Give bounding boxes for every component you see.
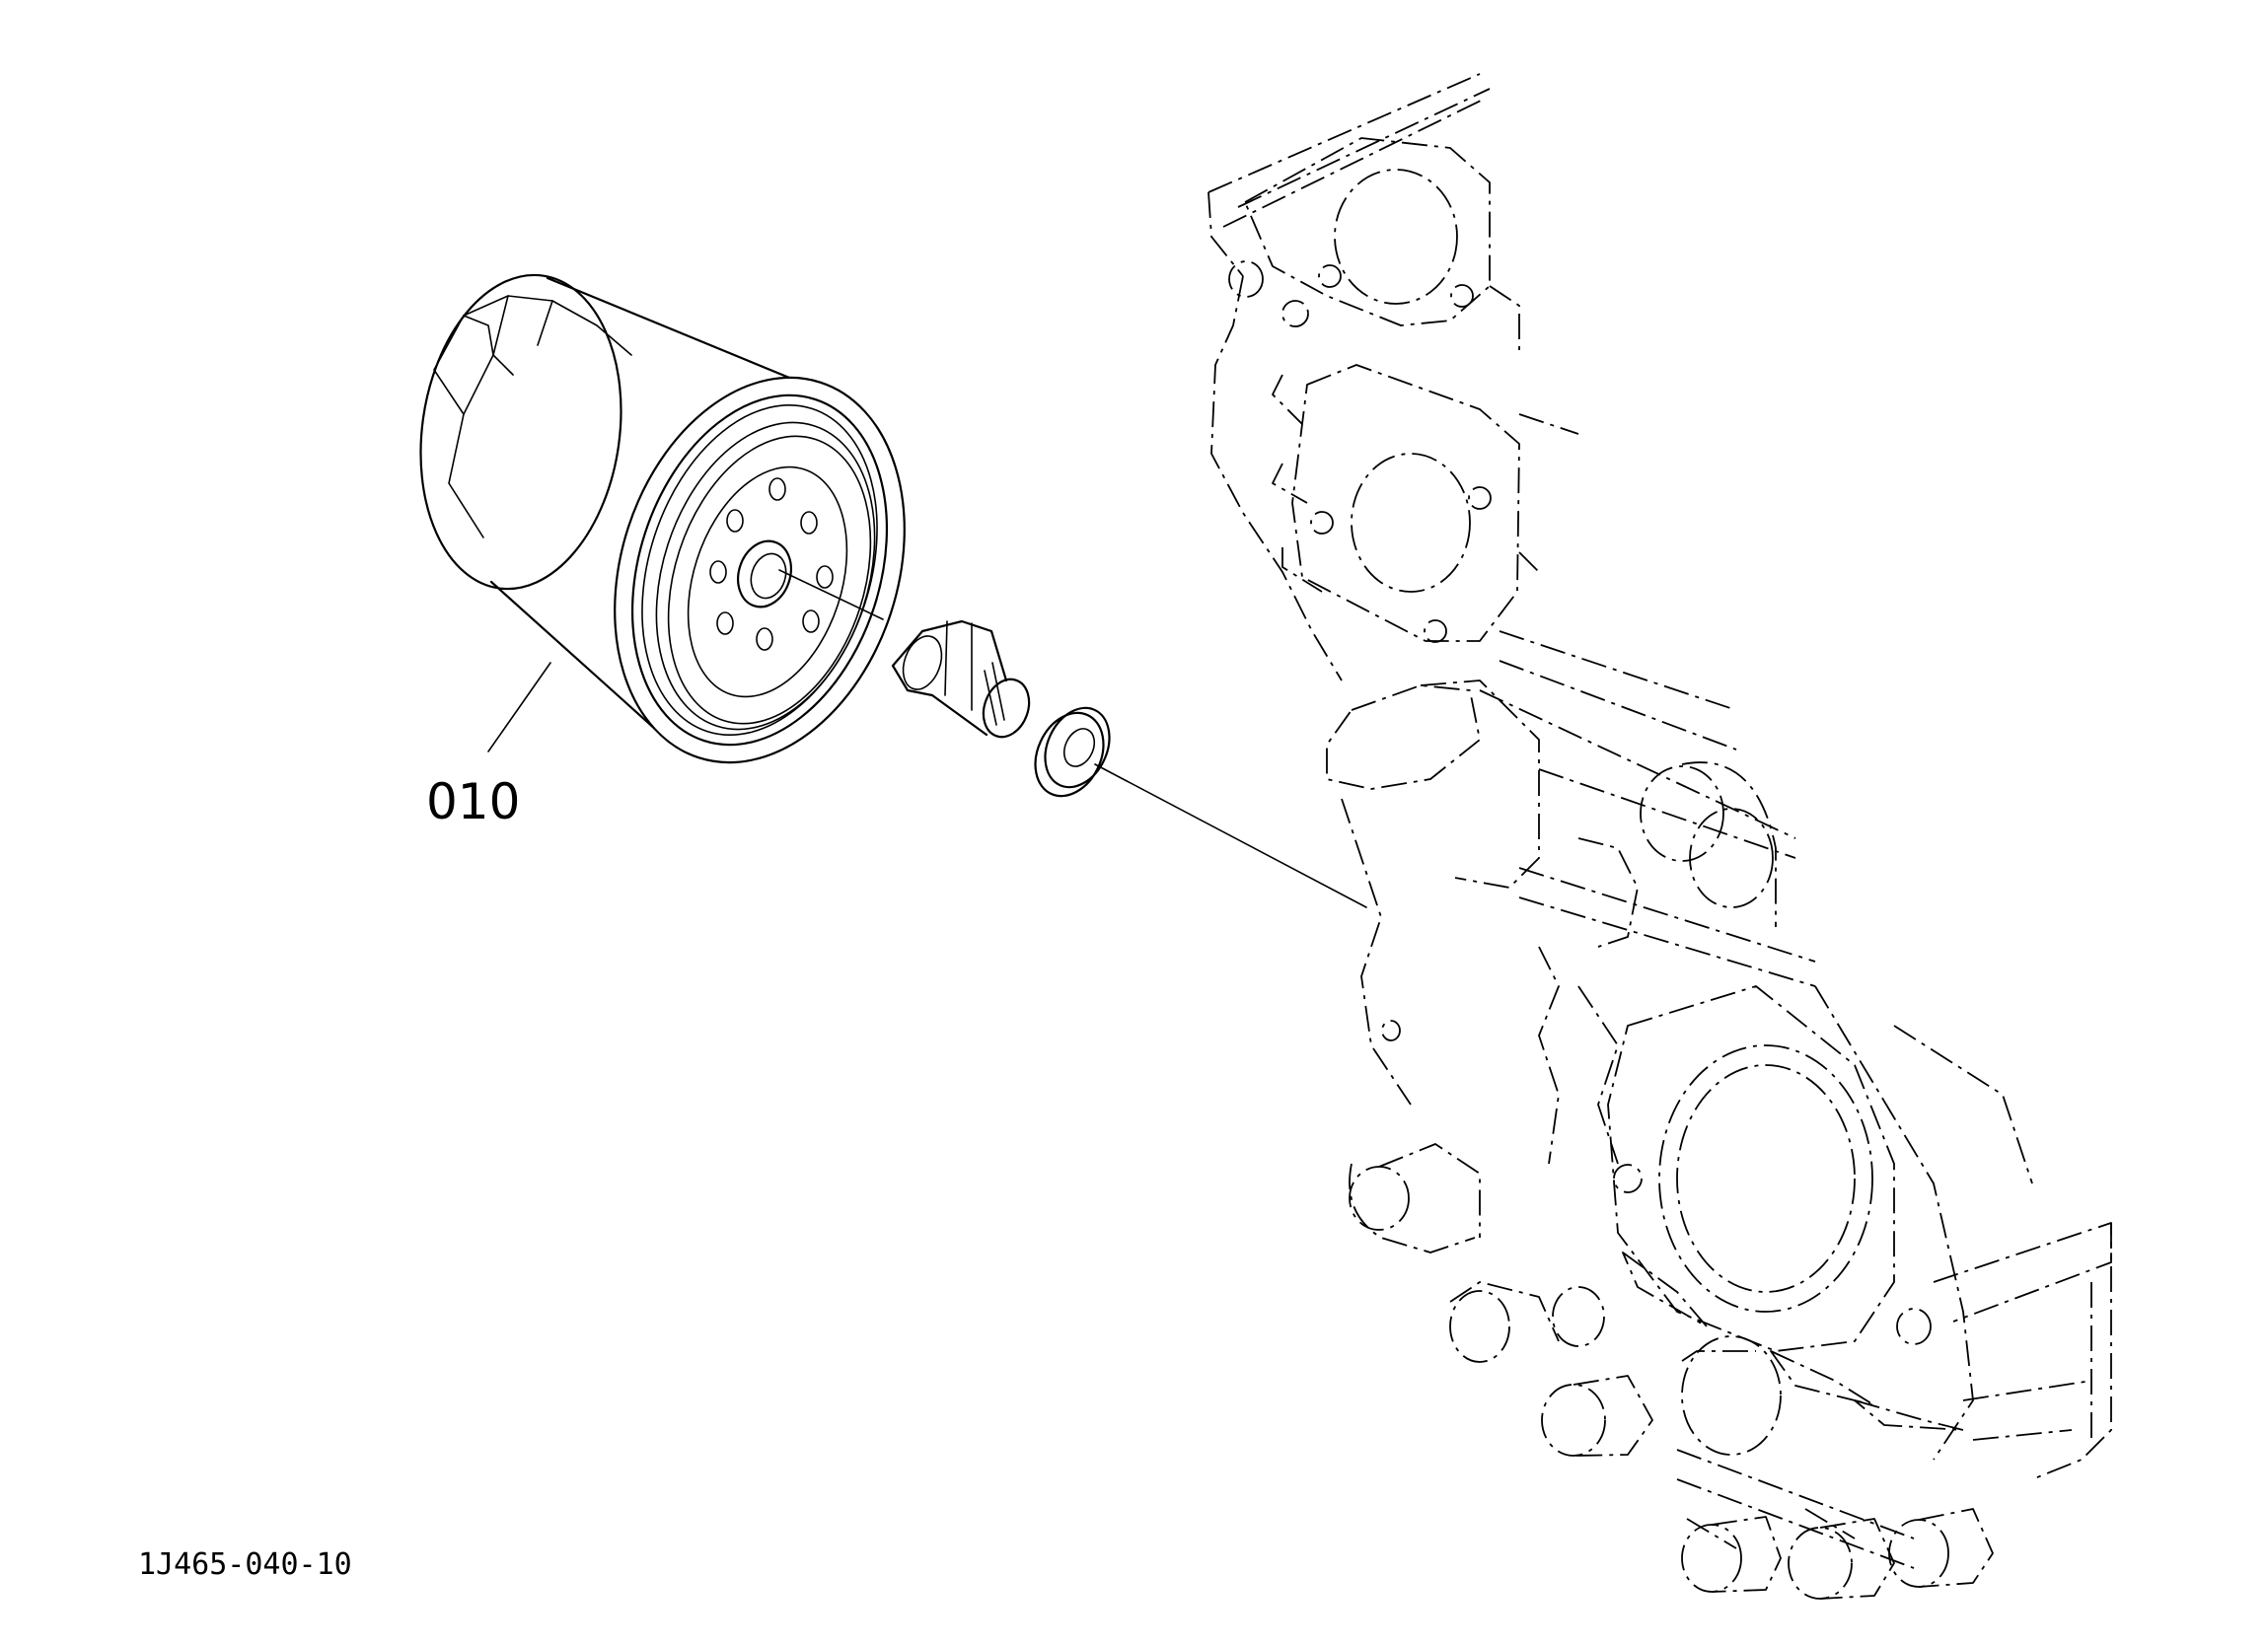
filter-pipe (891, 619, 1031, 739)
engine-block-phantom (1207, 73, 2112, 1600)
assembly-axis-line (778, 569, 1367, 908)
leader-line (487, 662, 551, 752)
washer (1034, 706, 1111, 798)
callout-010[interactable]: 010 (426, 662, 551, 830)
oil-filter-010[interactable] (402, 262, 952, 801)
drawing-code: 1J465-040-10 (138, 1547, 352, 1582)
callout-label-010[interactable]: 010 (426, 773, 520, 830)
